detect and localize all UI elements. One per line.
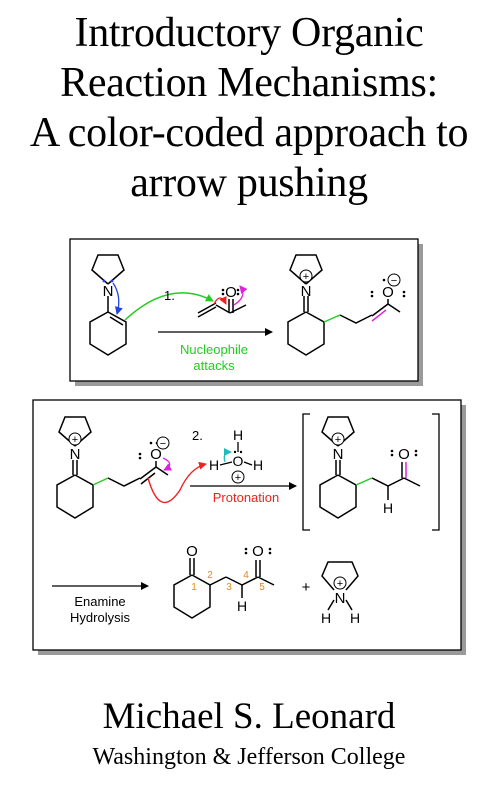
bracket-left	[302, 413, 310, 531]
minus-charge: −	[391, 275, 397, 287]
oh-bond-arrow	[223, 448, 232, 463]
carbon-number-5: 5	[259, 582, 265, 593]
step-1-label: 1.	[164, 288, 175, 303]
title-line-4: arrow pushing	[130, 160, 368, 206]
nucleophile-arrow	[124, 292, 214, 321]
diketone-product	[173, 558, 275, 619]
pyrrolidinium-product	[321, 561, 359, 611]
title-line-3: A color-coded approach to	[29, 110, 469, 156]
iminium-ketone-intermediate	[319, 416, 421, 519]
new-pi-bond	[371, 309, 387, 322]
carbon-number-4: 4	[243, 570, 249, 581]
water-h-left: H	[209, 457, 219, 473]
book-title: Introductory Organic Reaction Mechanisms…	[0, 8, 498, 208]
protonation-arrow	[147, 461, 207, 504]
oxygen-label: O	[225, 284, 237, 301]
plus-charge: +	[303, 271, 309, 283]
nitrogen-label: N	[70, 446, 81, 463]
carbon-number-1: 1	[191, 582, 197, 593]
plus-sign: +	[302, 579, 311, 596]
oxygen-label: O	[186, 543, 198, 560]
plus-charge: +	[72, 434, 78, 446]
plus-charge: +	[335, 434, 341, 446]
arrow-label-line-2: attacks	[193, 358, 235, 373]
hydrolysis-label-line-2: Hydrolysis	[70, 610, 130, 625]
plus-charge: +	[337, 578, 343, 590]
title-line-1: Introductory Organic	[74, 10, 424, 56]
water-plus: +	[235, 472, 241, 484]
nitrogen-label: N	[301, 283, 312, 300]
water-h-top: H	[233, 427, 243, 443]
protonation-label: Protonation	[213, 490, 280, 505]
carbonyl-arrow	[233, 285, 248, 306]
new-bond-1	[323, 314, 341, 323]
nitrogen-label: N	[103, 283, 114, 300]
water-oxygen: O	[233, 453, 244, 469]
product-hydrogen: H	[237, 598, 247, 614]
oxygen-label: O	[252, 543, 264, 560]
water-h-right: H	[253, 457, 263, 473]
scheme-box-1	[69, 238, 423, 386]
oxygen-label: O	[150, 446, 162, 463]
nitrogen-label: N	[333, 446, 344, 463]
enone-reactant	[197, 299, 247, 318]
author-name: Michael S. Leonard	[102, 696, 396, 737]
enamine-reactant	[89, 254, 127, 356]
enolate-arrow	[162, 457, 173, 471]
scheme-box-2	[32, 399, 466, 655]
lone-pair-arrow	[112, 282, 123, 315]
carbon-number-2: 2	[207, 570, 213, 581]
arrow-label-line-1: Nucleophile	[180, 342, 248, 357]
minus-charge: −	[160, 438, 166, 450]
title-line-2: Reaction Mechanisms:	[60, 60, 438, 106]
new-hydrogen: H	[383, 500, 393, 516]
step-2-label: 2.	[192, 428, 203, 443]
nh-hydrogen-2: H	[350, 610, 360, 626]
oxygen-label: O	[398, 446, 410, 463]
pi-bond-arrow	[213, 295, 227, 305]
carbon-number-3: 3	[226, 582, 232, 593]
nitrogen-label: N	[335, 590, 346, 607]
author-affiliation: Washington & Jefferson College	[92, 744, 406, 770]
bracket-right	[432, 413, 440, 531]
enolate-reactant	[56, 416, 169, 519]
oxygen-label: O	[382, 284, 394, 301]
hydrolysis-label-line-1: Enamine	[74, 594, 125, 609]
nh-hydrogen-1: H	[321, 610, 331, 626]
